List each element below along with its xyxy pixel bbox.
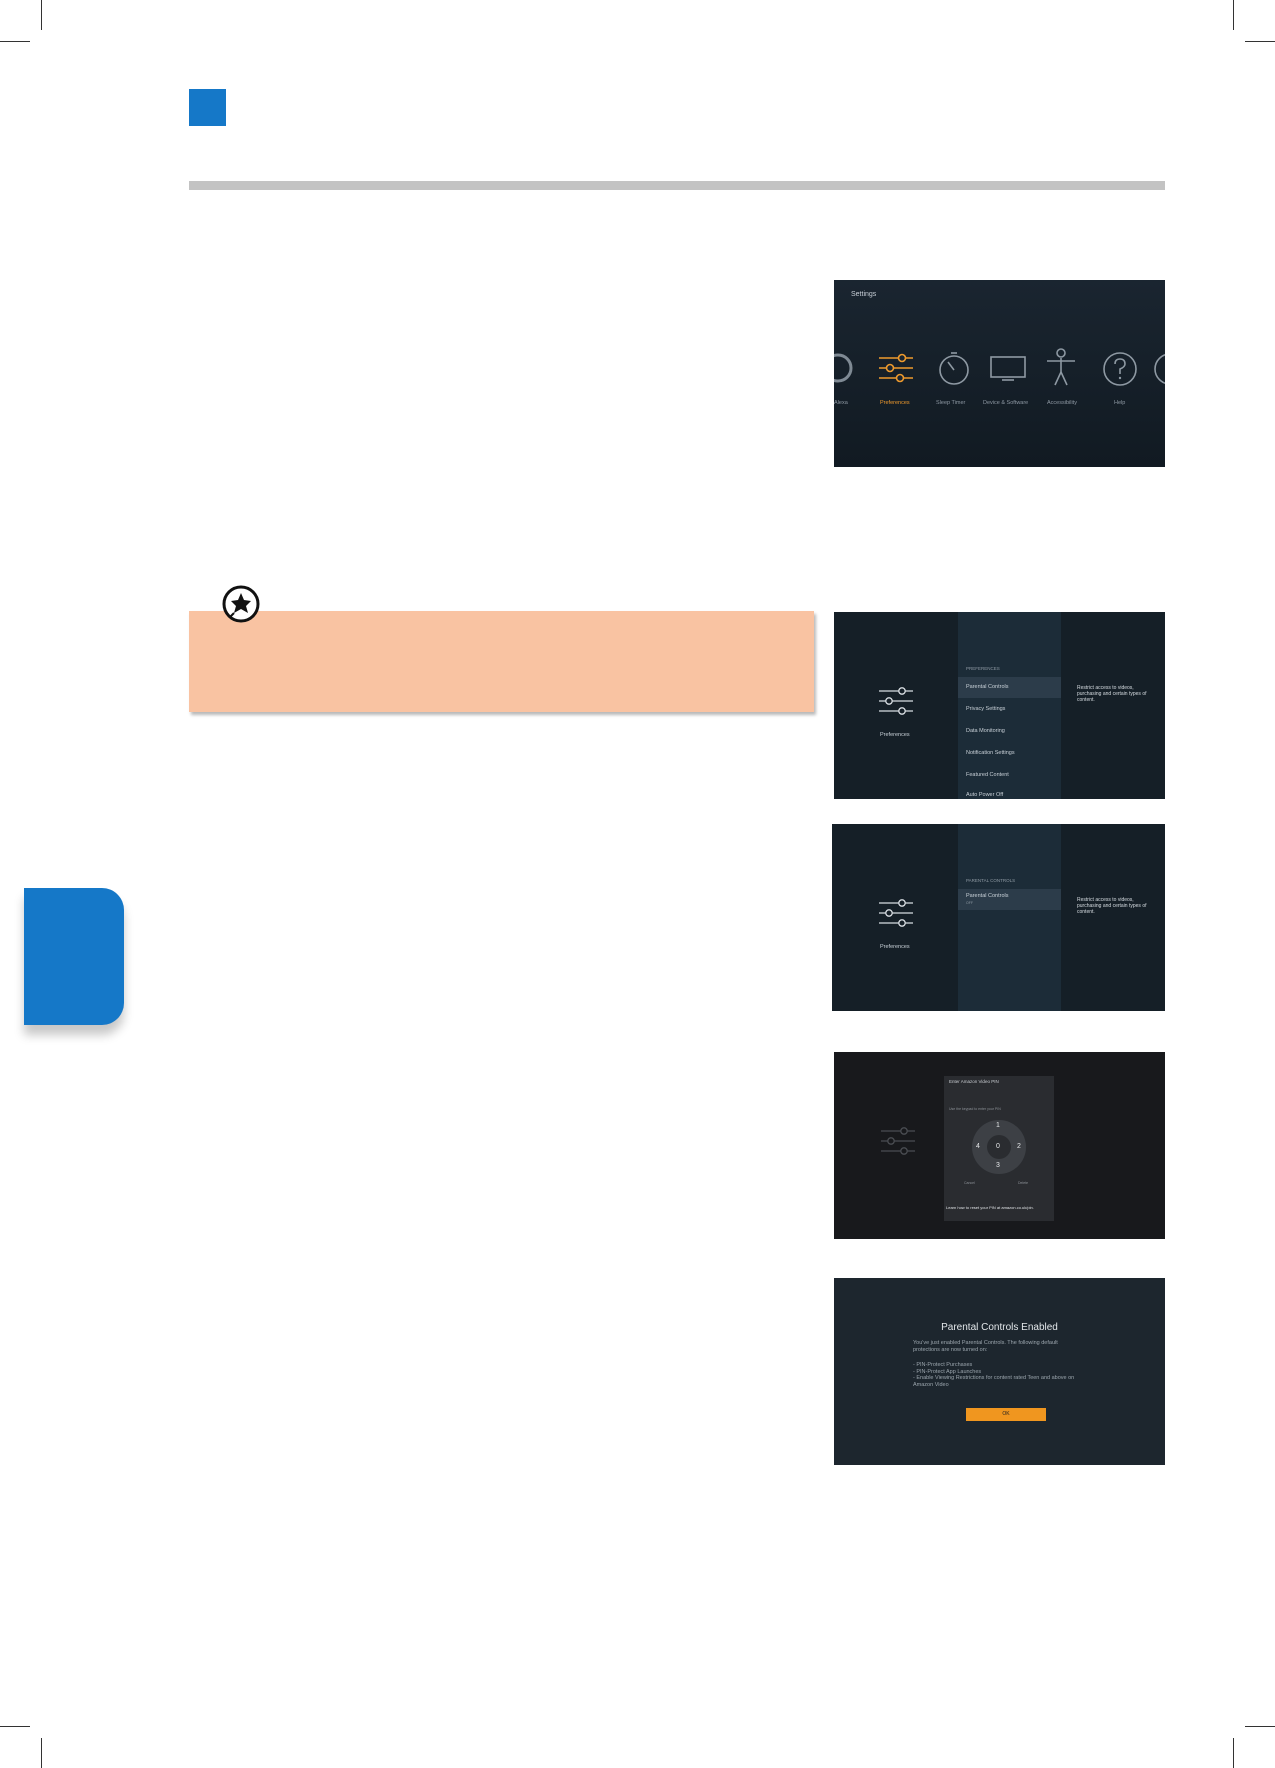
crop-mark [0, 41, 30, 42]
sliders-icon [879, 687, 913, 715]
menu-item-privacy[interactable]: Privacy Settings [966, 706, 1006, 712]
enabled-body: You've just enabled Parental Controls. T… [913, 1340, 1058, 1353]
pin-dialog: Enter Amazon Video PIN Use the keypad to… [944, 1076, 1054, 1221]
crop-mark [1245, 41, 1275, 42]
selection-highlight [958, 889, 1061, 910]
crop-mark [41, 0, 42, 30]
enabled-screenshot: Parental Controls Enabled You've just en… [834, 1278, 1165, 1465]
crop-mark [1245, 1726, 1275, 1727]
keypad-center [987, 1135, 1011, 1159]
description-panel: Restrict access to videos, purchasing an… [1061, 824, 1165, 1011]
settings-item-device[interactable]: Device & Software [983, 400, 1029, 406]
menu-item-data[interactable]: Data Monitoring [966, 728, 1005, 734]
description: Restrict access to videos, purchasing an… [1077, 897, 1147, 915]
pin-title: Enter Amazon Video PIN [949, 1079, 999, 1084]
left-panel [832, 824, 958, 1011]
partial-label: Alexa [834, 400, 848, 406]
sliders-icon [881, 1127, 915, 1155]
menu-panel: PARENTAL CONTROLS Parental Controls OFF [958, 824, 1061, 1011]
selection-highlight [958, 677, 1061, 698]
parental-controls-screenshot: PARENTAL CONTROLS Parental Controls OFF … [832, 824, 1165, 1011]
pin-footer: Learn how to reset your PIN at amazon.co… [946, 1205, 1034, 1210]
settings-title: Settings [851, 291, 877, 298]
settings-screenshot: Settings Alexa Preferences Sleep Timer D… [834, 280, 1165, 467]
settings-item-preferences[interactable]: Preferences [880, 400, 910, 406]
menu-item-notifications[interactable]: Notification Settings [966, 750, 1015, 756]
enabled-title: Parental Controls Enabled [941, 1322, 1058, 1333]
settings-item-sleep-timer[interactable]: Sleep Timer [936, 400, 966, 406]
delete-button[interactable]: Delete [1018, 1181, 1029, 1185]
left-label: Preferences [880, 944, 910, 950]
key-1[interactable]: 1 [996, 1122, 1000, 1129]
stopwatch-icon [939, 352, 969, 385]
settings-item-help[interactable]: Help [1114, 400, 1126, 406]
menu-item-featured[interactable]: Featured Content [966, 772, 1009, 778]
bullet-2: - PIN-Protect App Launches [913, 1368, 982, 1375]
description-panel: Restrict access to videos, purchasing an… [1061, 612, 1165, 799]
crop-mark [41, 1738, 42, 1768]
bullet-3: - Enable Viewing Restrictions for conten… [913, 1375, 1075, 1388]
enabled-bullets: - PIN-Protect Purchases - PIN-Protect Ap… [913, 1362, 1088, 1388]
ok-button[interactable]: OK [966, 1408, 1046, 1421]
pin-icon [222, 585, 260, 623]
left-label: Preferences [880, 732, 910, 738]
cancel-button[interactable]: Cancel [964, 1181, 975, 1185]
tv-icon [990, 356, 1026, 381]
left-panel [834, 612, 958, 799]
sliders-icon[interactable] [878, 352, 914, 384]
key-4[interactable]: 4 [976, 1143, 980, 1150]
chapter-tab [24, 888, 124, 1025]
person-icon [1047, 348, 1075, 386]
crop-mark [1233, 1738, 1234, 1768]
menu-item-status: OFF [966, 901, 973, 905]
crop-mark [0, 1726, 30, 1727]
menu-header: PREFERENCES [966, 666, 1000, 671]
sliders-icon [879, 899, 913, 927]
pin-screenshot: Enter Amazon Video PIN Use the keypad to… [834, 1052, 1165, 1239]
crop-mark [1233, 0, 1234, 30]
key-2[interactable]: 2 [1017, 1143, 1021, 1150]
section-marker [189, 89, 226, 126]
menu-item-auto-power[interactable]: Auto Power Off [966, 792, 1004, 798]
bullet-1: - PIN-Protect Purchases [913, 1362, 973, 1368]
pin-hint: Use the keypad to enter your PIN [949, 1107, 1001, 1111]
header-rule [189, 181, 1165, 190]
description: Restrict access to videos, purchasing an… [1077, 685, 1147, 703]
key-3[interactable]: 3 [996, 1162, 1000, 1169]
note-box [189, 611, 814, 712]
menu-item-parental[interactable]: Parental Controls [966, 684, 1009, 690]
partial-icon [1154, 354, 1165, 384]
key-0[interactable]: 0 [996, 1143, 1000, 1150]
preferences-screenshot: PREFERENCES Parental Controls Privacy Se… [834, 612, 1165, 799]
settings-item-accessibility[interactable]: Accessibility [1047, 400, 1077, 406]
menu-header: PARENTAL CONTROLS [966, 878, 1016, 883]
alexa-icon [834, 353, 853, 383]
menu-item-parental[interactable]: Parental Controls [966, 893, 1009, 899]
question-icon [1103, 352, 1137, 386]
menu-panel: PREFERENCES Parental Controls Privacy Se… [958, 612, 1061, 799]
